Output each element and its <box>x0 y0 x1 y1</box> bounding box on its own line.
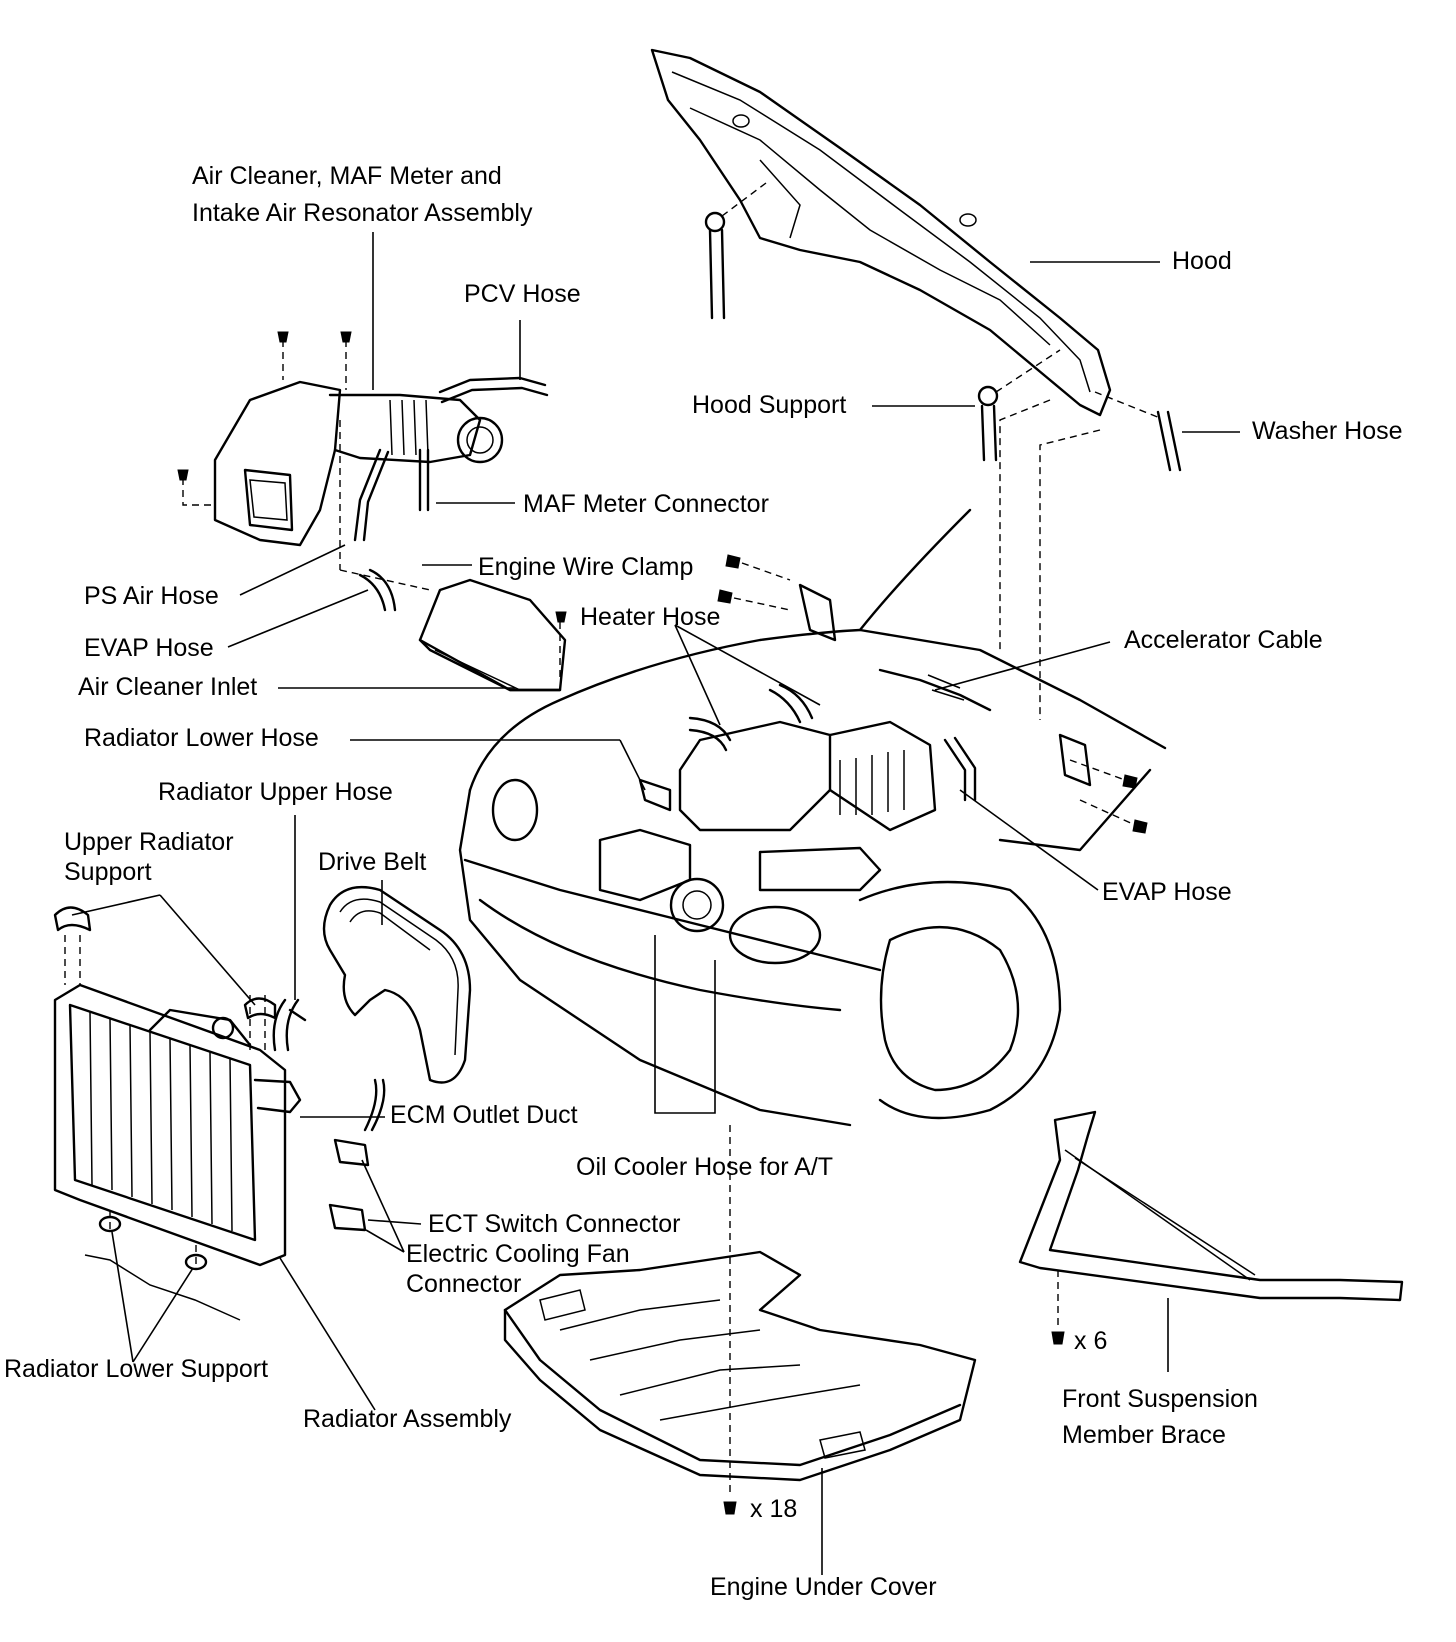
ps-air-hose-label: PS Air Hose <box>84 582 219 610</box>
washer-hose-label: Washer Hose <box>1252 417 1403 445</box>
front-suspension-brace-label: Front Suspension <box>1062 1385 1258 1413</box>
washer-hose-drawing <box>1156 410 1182 472</box>
drive-belt-label: Drive Belt <box>318 848 427 876</box>
cooling-fan-connector-label-line-2: Connector <box>406 1270 522 1298</box>
hood-support-drawing <box>704 179 1061 462</box>
air-cleaner-inlet-drawing <box>418 578 567 692</box>
engine-under-cover-drawing <box>503 1125 977 1515</box>
evap-hose-right-label: EVAP Hose <box>1102 878 1232 906</box>
radiator-lower-support-label: Radiator Lower Support <box>4 1355 269 1383</box>
maf-connector-label: MAF Meter Connector <box>523 490 769 518</box>
front-suspension-brace-label-line-2: Member Brace <box>1062 1421 1226 1449</box>
vehicle-front-drawing <box>458 508 1167 1127</box>
air-cleaner-label-line-2: Intake Air Resonator Assembly <box>192 199 533 227</box>
engine-under-cover-label: Engine Under Cover <box>710 1573 937 1601</box>
hood-label: Hood <box>1172 247 1232 275</box>
bolt-count-6-label: x 6 <box>1074 1327 1108 1355</box>
engine-wire-clamp-label: Engine Wire Clamp <box>478 553 694 581</box>
hood-drawing <box>650 48 1112 417</box>
air-cleaner-inlet-label: Air Cleaner Inlet <box>78 673 258 701</box>
front-suspension-brace-drawing <box>1018 1110 1404 1345</box>
air-cleaner-label: Air Cleaner, MAF Meter and <box>192 162 502 190</box>
accelerator-cable-label: Accelerator Cable <box>1124 626 1323 654</box>
radiator-lower-hose-label: Radiator Lower Hose <box>84 724 319 752</box>
ect-switch-connector-label: ECT Switch Connector <box>428 1210 681 1238</box>
pcv-hose-label: PCV Hose <box>464 280 581 308</box>
air-cleaner-drawing <box>177 331 549 591</box>
upper-radiator-support-label-line-2: Support <box>64 858 152 886</box>
ecm-outlet-duct-label: ECM Outlet Duct <box>390 1101 578 1129</box>
oil-cooler-hose-label: Oil Cooler Hose for A/T <box>576 1153 834 1181</box>
leader-lines <box>71 232 1240 1575</box>
hood-support-label: Hood Support <box>692 391 847 419</box>
radiator-upper-hose-label: Radiator Upper Hose <box>158 778 393 806</box>
drive-belt-drawing <box>322 885 472 1084</box>
radiator-assembly-label: Radiator Assembly <box>303 1405 512 1433</box>
radiator-drawing <box>53 906 386 1321</box>
cooling-fan-connector-label: Electric Cooling Fan <box>406 1240 630 1268</box>
heater-hose-label: Heater Hose <box>580 603 721 631</box>
upper-radiator-support-label: Upper Radiator <box>64 828 234 856</box>
bolt-count-18-label: x 18 <box>750 1495 798 1523</box>
evap-hose-left-label: EVAP Hose <box>84 634 214 662</box>
